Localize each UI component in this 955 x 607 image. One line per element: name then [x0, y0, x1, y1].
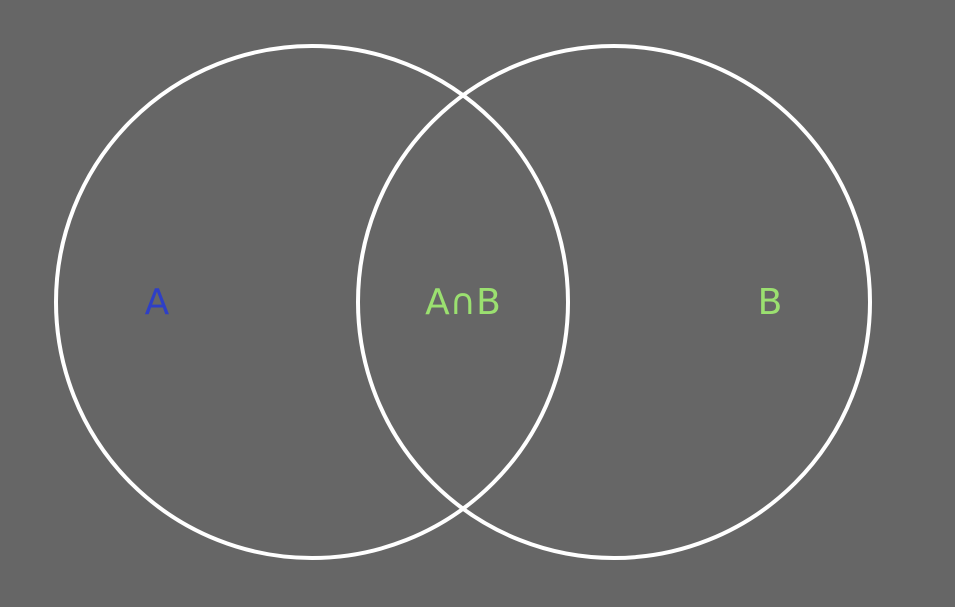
set-a-label: A	[145, 282, 170, 323]
intersection-label: A∩B	[425, 282, 501, 323]
set-b-circle	[356, 44, 872, 560]
set-a-circle	[54, 44, 570, 560]
set-b-label: B	[758, 282, 783, 323]
